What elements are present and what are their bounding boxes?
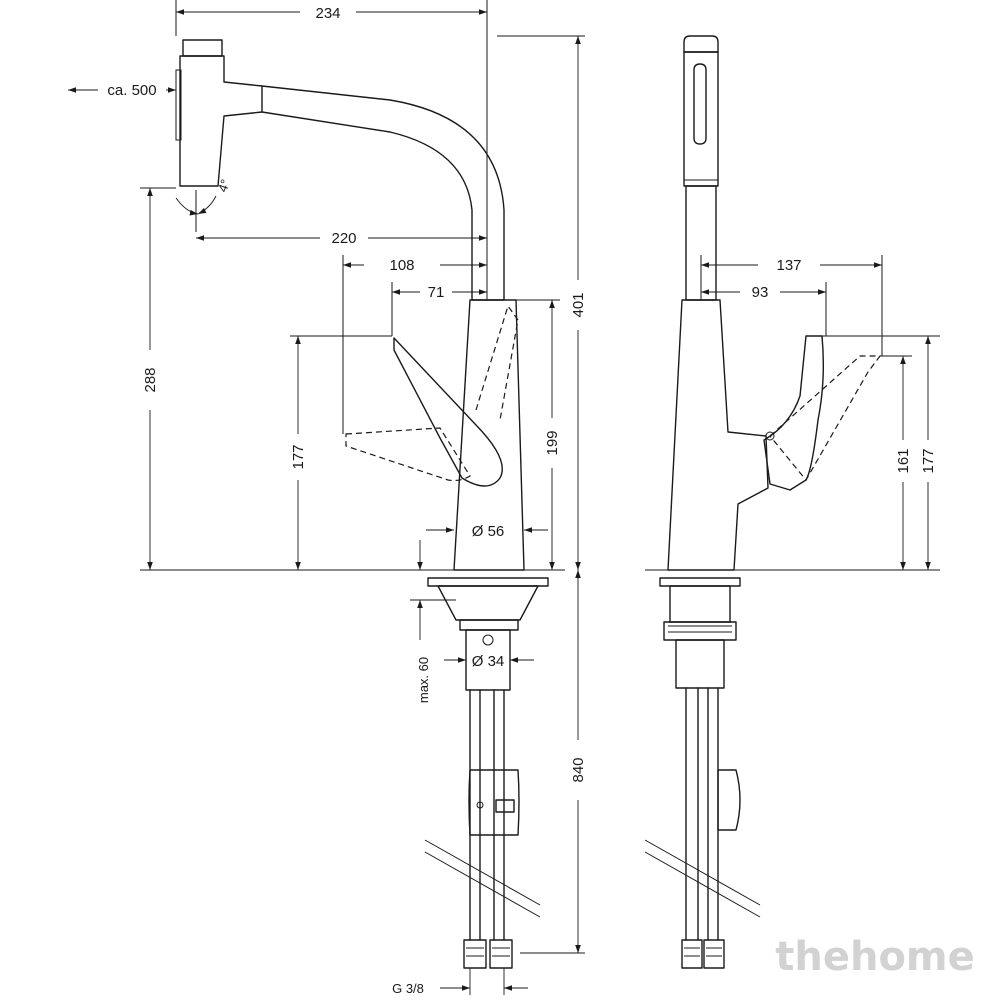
dim-max-deck-thickness: max. 60 bbox=[416, 657, 431, 703]
dim-lever-reach: 108 bbox=[389, 257, 414, 274]
sink-cut-side bbox=[644, 839, 761, 918]
dim-under-sink-height: 840 bbox=[570, 757, 587, 782]
lever-front bbox=[393, 337, 503, 487]
dim-spout-outlet-height: 288 bbox=[142, 367, 159, 392]
dim-base-diameter: Ø 56 bbox=[472, 523, 505, 540]
front-view: 234 ca. 500 4° 220 108 71 401 288 199 17… bbox=[68, 0, 587, 996]
dim-shank-diameter: Ø 34 bbox=[472, 653, 505, 670]
dimension-labels-side: 137 93 161 177 bbox=[752, 257, 937, 474]
lever-front-alt bbox=[345, 427, 471, 482]
spout-pipe-front bbox=[261, 85, 505, 301]
extension-lines-side bbox=[700, 255, 940, 357]
spray-head-front bbox=[175, 39, 263, 187]
mounting-set-side bbox=[659, 577, 741, 969]
lever-side-alt bbox=[769, 355, 882, 482]
side-view: 137 93 161 177 bbox=[644, 35, 940, 969]
dim-lever-height: 177 bbox=[290, 444, 307, 469]
dim-connection-thread: G 3/8 bbox=[392, 981, 424, 996]
spray-head-side bbox=[683, 35, 719, 187]
dim-pullout-length: ca. 500 bbox=[107, 82, 156, 99]
dim-width-top: 234 bbox=[315, 5, 340, 22]
faucet-body-side bbox=[667, 299, 769, 571]
dim-side-lever-offset: 93 bbox=[752, 284, 769, 301]
sink-cut-front bbox=[424, 839, 541, 918]
dimension-lines-side bbox=[701, 262, 931, 570]
dim-side-lever-height-closed: 161 bbox=[895, 448, 912, 473]
dimension-labels-front: 234 ca. 500 4° 220 108 71 401 288 199 17… bbox=[107, 5, 587, 996]
dim-angle: 4° bbox=[215, 177, 233, 194]
dim-total-height: 401 bbox=[570, 292, 587, 317]
dim-lever-offset: 71 bbox=[428, 284, 445, 301]
lever-side bbox=[763, 335, 825, 491]
dim-side-lever-reach: 137 bbox=[776, 257, 801, 274]
dimension-lines-front bbox=[68, 9, 581, 995]
watermark: thehome bbox=[775, 934, 975, 980]
mounting-set-front bbox=[427, 577, 549, 969]
dim-body-height: 199 bbox=[544, 430, 561, 455]
dim-spout-reach: 220 bbox=[331, 230, 356, 247]
dim-side-lever-height-open: 177 bbox=[920, 448, 937, 473]
